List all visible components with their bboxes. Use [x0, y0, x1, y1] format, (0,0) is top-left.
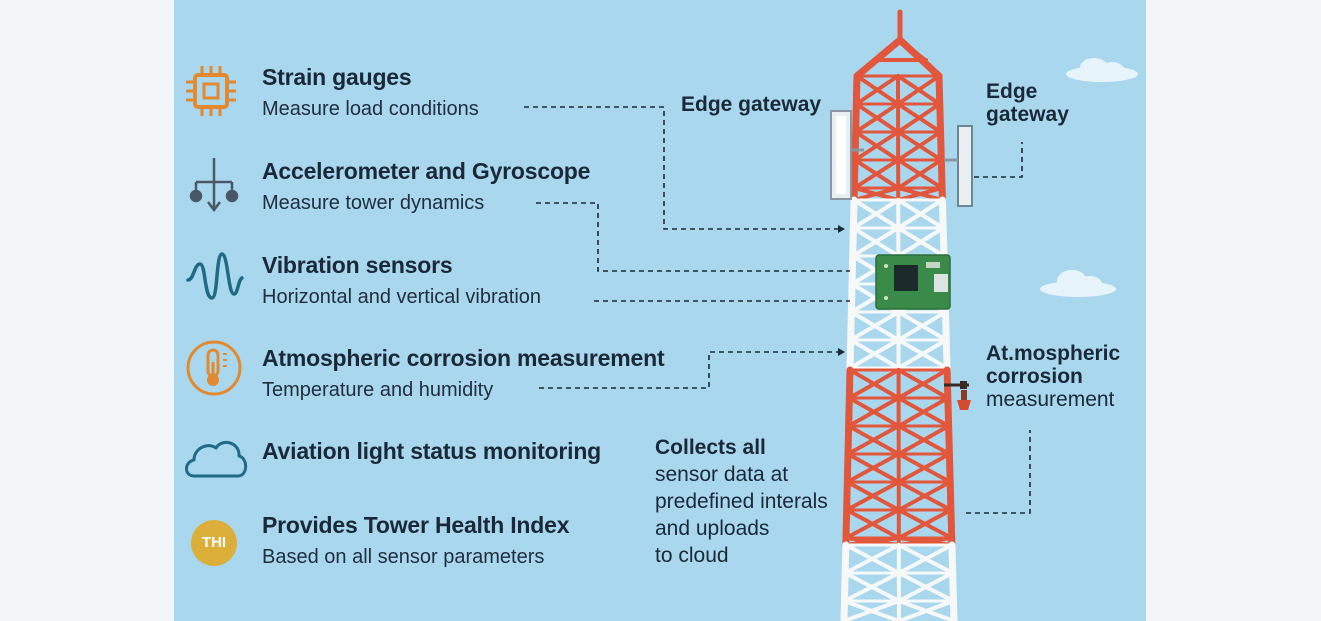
- sensor-title-accelerometer: Accelerometer and Gyroscope: [262, 158, 591, 184]
- connector-line-5: [974, 142, 1023, 178]
- label-edge-gateway-right: Edge gateway: [986, 80, 1069, 126]
- tower-diagram: THI Strain gauges Measure load condition…: [174, 0, 1146, 621]
- thi-badge-icon: THI: [191, 520, 237, 566]
- sensor-subtitle-vibration: Horizontal and vertical vibration: [262, 286, 542, 308]
- sensor-title-aviation-light: Aviation light status monitoring: [262, 438, 602, 464]
- label-corrosion-line-1: At.mospheric: [986, 342, 1121, 365]
- connector-line-4: [539, 351, 838, 389]
- label-corrosion-line-3: measurement: [986, 388, 1115, 411]
- label-collects-line-5: to cloud: [655, 544, 729, 567]
- label-edge-gateway-left: Edge gateway: [681, 93, 822, 116]
- diagram-canvas: [185, 9, 1138, 621]
- connector-arrowheads: [838, 225, 845, 356]
- label-collects-line-4: and uploads: [655, 517, 770, 540]
- sensor-board: [875, 254, 951, 310]
- label-collects-line-2: sensor data at: [655, 463, 789, 486]
- sensor-title-strain: Strain gauges: [262, 64, 412, 90]
- connector-line-1: [524, 106, 838, 230]
- connector-line-6: [966, 430, 1031, 514]
- connector-arrowhead-1: [838, 225, 845, 233]
- label-corrosion-line-2: corrosion: [986, 365, 1083, 388]
- corrosion-sensor-device: [944, 381, 971, 410]
- antenna-panel-right: [944, 125, 973, 207]
- label-collects-line-1: Collects all: [655, 436, 766, 459]
- label-collects-data: Collects all sensor data at predefined i…: [655, 434, 828, 569]
- cloud-decoration-mid: [1040, 270, 1116, 297]
- chip-icon: [186, 66, 236, 116]
- sensor-subtitle-health-index: Based on all sensor parameters: [262, 546, 545, 568]
- cloud-decoration-top: [1066, 58, 1138, 82]
- connector-arrowhead-4: [838, 348, 845, 356]
- antenna-panel-left: [830, 110, 864, 200]
- sensor-subtitle-accelerometer: Measure tower dynamics: [262, 192, 485, 214]
- sensor-subtitle-strain: Measure load conditions: [262, 98, 479, 120]
- label-collects-line-3: predefined interals: [655, 490, 828, 513]
- thermometer-icon: [186, 340, 242, 396]
- connector-line-2: [536, 202, 850, 272]
- label-corrosion: At.mospheric corrosion measurement: [986, 342, 1120, 411]
- cloud-icon: [185, 440, 248, 478]
- vibration-wave-icon: [186, 252, 244, 300]
- sensor-title-vibration: Vibration sensors: [262, 252, 453, 278]
- connector-lines: [524, 106, 1031, 514]
- gyroscope-icon: [189, 158, 239, 213]
- sensor-subtitle-corrosion: Temperature and humidity: [262, 379, 494, 401]
- label-edge-line-1: Edge: [986, 80, 1038, 103]
- sensor-title-corrosion: Atmospheric corrosion measurement: [262, 345, 665, 371]
- label-edge-line-2: gateway: [986, 103, 1069, 126]
- sensor-title-health-index: Provides Tower Health Index: [262, 512, 570, 538]
- telecom-tower: [840, 9, 958, 621]
